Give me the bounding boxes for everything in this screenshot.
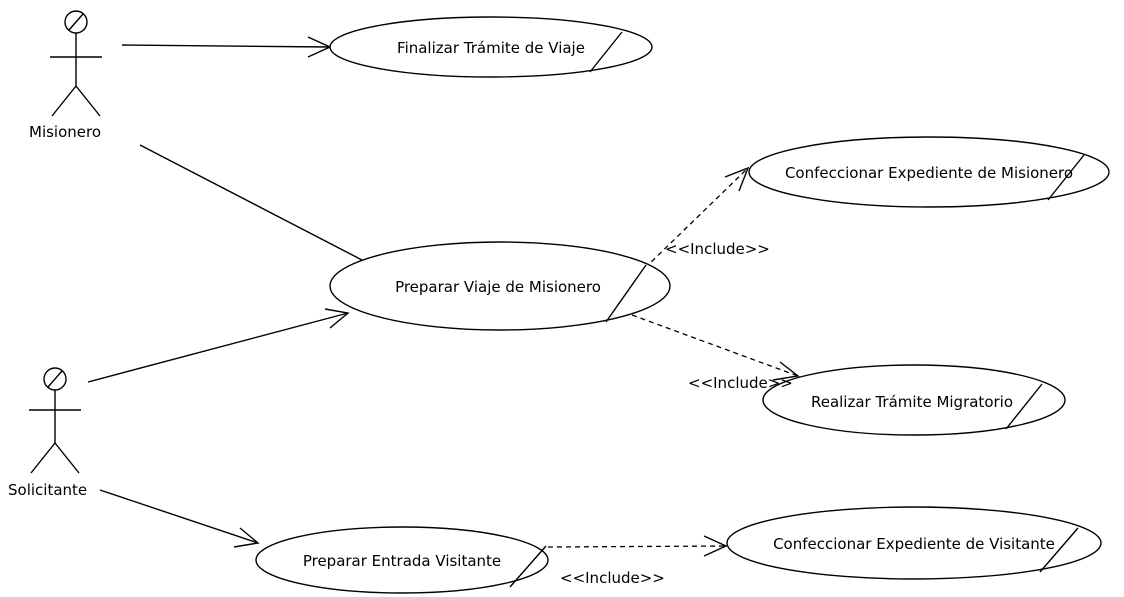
include-arrow-confeccionar-visitante (547, 535, 728, 557)
association-solicitante-preparar-entrada (99, 489, 260, 548)
include-arrow-confeccionar-misionero (644, 166, 750, 269)
actor-label: Misionero (29, 123, 101, 141)
use-case-label: Preparar Viaje de Misionero (395, 278, 601, 296)
use-case-confeccionar-misionero[interactable]: Confeccionar Expediente de Misionero (748, 136, 1110, 208)
use-case-label: Realizar Trámite Migratorio (811, 393, 1013, 411)
association-misionero-finalizar (121, 36, 332, 58)
include-label: <<Include>> (688, 374, 793, 392)
actor-label: Solicitante (8, 481, 87, 499)
include-arrow-realizar-tramite (631, 314, 800, 381)
use-case-finalizar-tramite[interactable]: Finalizar Trámite de Viaje (329, 16, 653, 78)
use-case-confeccionar-visitante[interactable]: Confeccionar Expediente de Visitante (726, 506, 1102, 580)
association-misionero-preparar-viaje (139, 144, 363, 261)
use-case-label: Confeccionar Expediente de Visitante (773, 535, 1055, 553)
use-case-label: Preparar Entrada Visitante (303, 552, 501, 570)
actor-icon (50, 10, 102, 117)
use-case-preparar-entrada[interactable]: Preparar Entrada Visitante (255, 526, 549, 594)
actor-solicitante[interactable]: Solicitante (8, 367, 87, 499)
use-case-realizar-tramite[interactable]: Realizar Trámite Migratorio (762, 364, 1066, 436)
use-case-label: Finalizar Trámite de Viaje (397, 39, 585, 57)
include-label: <<Include>> (665, 240, 770, 258)
use-case-preparar-viaje[interactable]: Preparar Viaje de Misionero (329, 241, 671, 331)
actor-icon (29, 367, 81, 474)
include-label: <<Include>> (560, 569, 665, 587)
actor-misionero[interactable]: Misionero (29, 10, 102, 141)
use-case-label: Confeccionar Expediente de Misionero (785, 164, 1073, 182)
association-solicitante-preparar-viaje (87, 308, 350, 383)
